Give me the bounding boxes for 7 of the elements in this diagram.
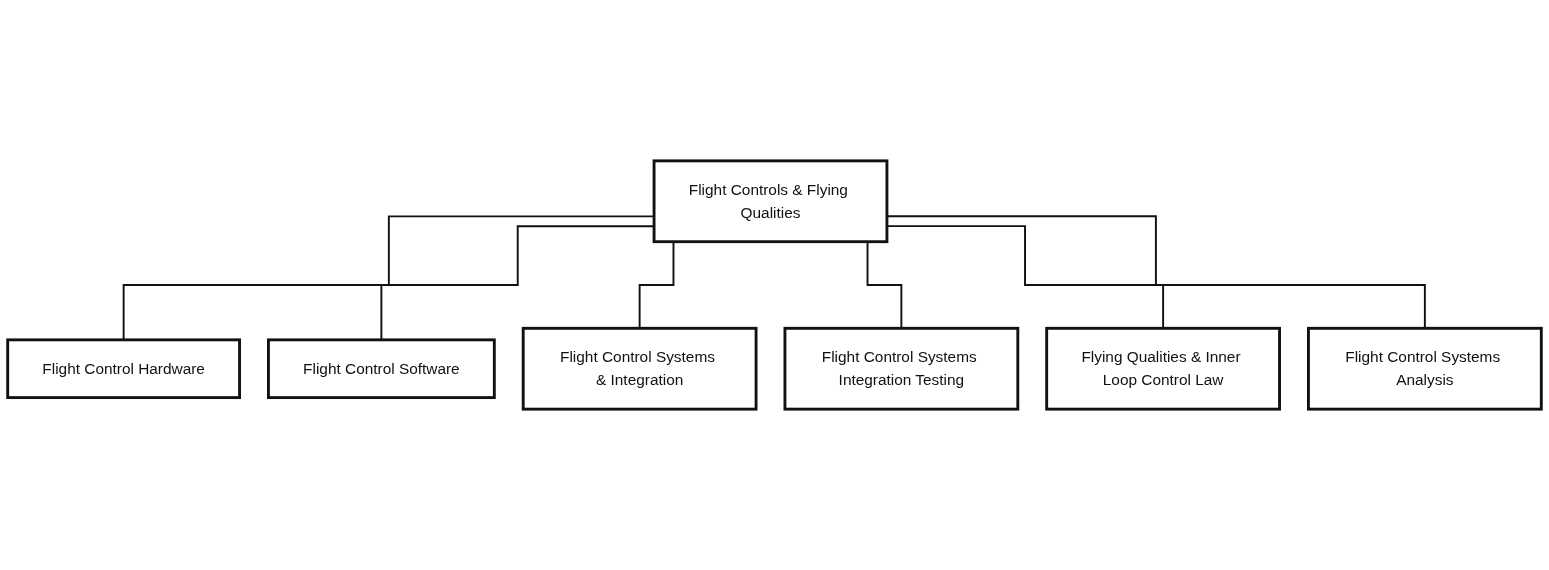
node-box: Flight Control Systems Integration Testing bbox=[783, 326, 1020, 411]
node-box: Flight Control Systems & Integration bbox=[521, 326, 758, 411]
node-box: Flight Control Systems Analysis bbox=[1307, 326, 1543, 411]
node-box: Flight Control Software bbox=[267, 338, 496, 400]
node-box: Flying Qualities & Inner Loop Control Law bbox=[1045, 326, 1281, 411]
node-box: Flight Control Hardware bbox=[6, 338, 241, 400]
node-box: Flight Controls & Flying Qualities bbox=[652, 159, 889, 244]
